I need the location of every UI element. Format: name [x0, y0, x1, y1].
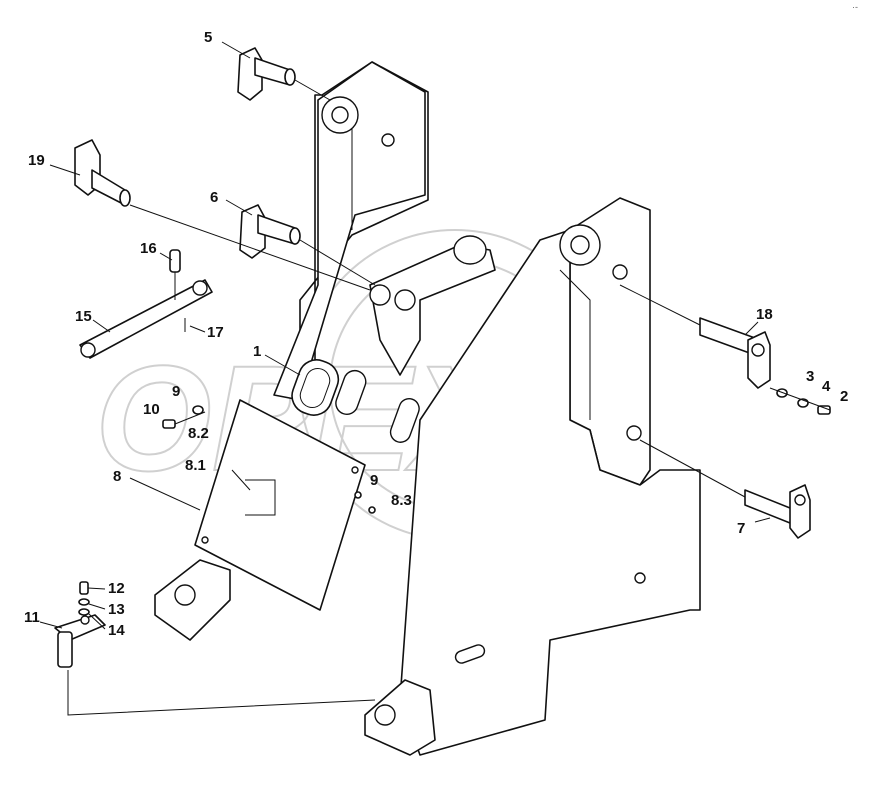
callout-5: 5 — [204, 29, 212, 46]
leader-lines — [39, 41, 771, 630]
callout-6: 6 — [210, 189, 218, 206]
bolt-16 — [169, 249, 181, 300]
callout-8: 8 — [113, 468, 121, 485]
base-left — [154, 559, 231, 641]
bolt-2-washers — [769, 387, 831, 415]
pin-5 — [237, 47, 331, 101]
callout-8-2: 8.2 — [188, 425, 209, 442]
callout-16: 16 — [140, 240, 157, 257]
callout-4: 4 — [822, 378, 831, 395]
corner-mark: ·- — [852, 2, 858, 12]
callout-11: 11 — [24, 609, 40, 626]
callout-7: 7 — [737, 520, 745, 537]
part-1-grommet — [291, 359, 420, 443]
bellcrank — [369, 235, 496, 376]
callout-17: 17 — [207, 324, 224, 341]
base-right — [364, 644, 486, 756]
callout-2: 2 — [840, 388, 848, 405]
callout-8-1: 8.1 — [185, 457, 206, 474]
callout-9a: 9 — [172, 383, 180, 400]
cover-plate — [194, 399, 366, 611]
callout-19: 19 — [28, 152, 45, 169]
callout-12: 12 — [108, 580, 125, 597]
pin-19 — [74, 139, 371, 291]
callout-1: 1 — [253, 343, 261, 360]
left-frame — [273, 61, 429, 411]
callout-15: 15 — [75, 308, 92, 325]
callout-13: 13 — [108, 601, 125, 618]
pin-6 — [239, 204, 376, 286]
pin-11 — [54, 581, 376, 716]
callout-8-3: 8.3 — [391, 492, 412, 509]
callout-14: 14 — [108, 622, 125, 639]
link-bar-15 — [79, 279, 213, 359]
callouts: 1 2 3 4 5 6 7 8 8.1 8.2 8.3 9 9 10 11 12… — [24, 29, 848, 639]
pin-18 — [619, 284, 771, 389]
callout-10: 10 — [143, 401, 160, 418]
callout-9b: 9 — [370, 472, 378, 489]
fasteners — [162, 405, 376, 514]
right-frame — [399, 197, 701, 756]
callout-3: 3 — [806, 368, 814, 385]
pin-7 — [639, 439, 811, 539]
callout-18: 18 — [756, 306, 773, 323]
